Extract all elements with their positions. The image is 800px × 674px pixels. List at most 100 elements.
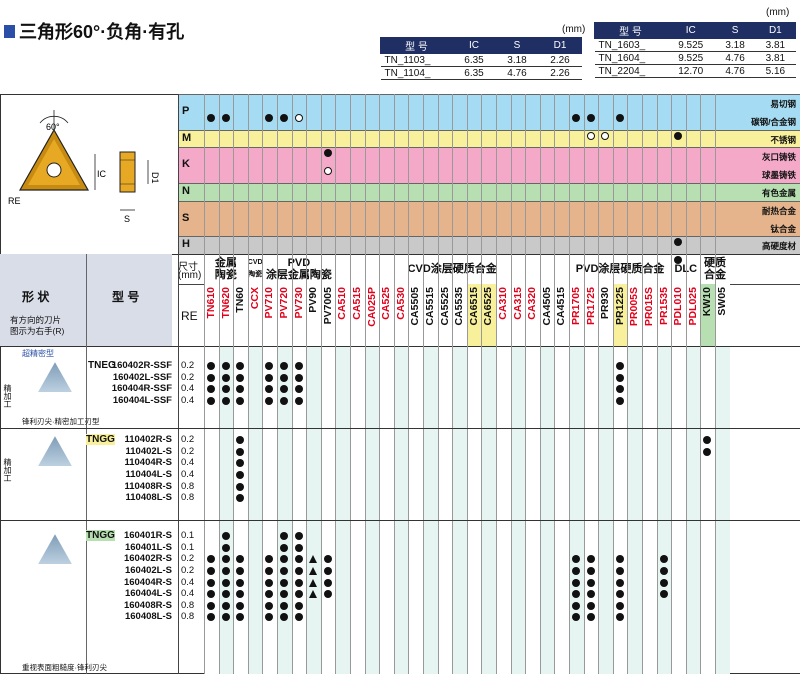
grade-col-line <box>218 94 220 674</box>
availability-dot <box>265 362 274 371</box>
model-row: 110404L-S <box>125 469 172 480</box>
availability-dot <box>265 601 274 610</box>
model-row: 160404R-S <box>123 576 172 588</box>
grade-col-line <box>700 94 702 674</box>
availability-dot <box>236 590 245 599</box>
grade-header-bg <box>452 284 467 347</box>
dim-cell: TN_1604_ <box>594 51 667 65</box>
availability-dot <box>207 613 215 622</box>
grade-header-bg <box>525 284 540 347</box>
grade-header-bg <box>262 284 277 347</box>
availability-dot <box>221 385 230 394</box>
grade-header-bg <box>335 284 350 347</box>
insert-top-view: 60° RE IC <box>8 110 107 206</box>
header-size: 尺寸 <box>178 262 198 274</box>
grade-ca525: CA525 <box>380 287 393 320</box>
grade-col-line <box>350 94 351 674</box>
grade-pr1225: PR1225 <box>613 287 626 326</box>
grade-col-body <box>351 347 365 674</box>
model-row: 160402R-SSF <box>111 360 172 372</box>
header-shape-note: 有方向的刀片 <box>10 315 62 326</box>
grade-header-bg <box>466 284 482 347</box>
availability-dot <box>703 447 712 456</box>
availability-dot <box>265 373 274 382</box>
availability-dot <box>615 601 624 610</box>
grade-col-body <box>716 347 730 674</box>
model-row: 160404L-S <box>124 588 172 600</box>
availability-dot <box>294 113 303 122</box>
grade-ccx: CCX <box>248 287 261 310</box>
re-value: 0.2 <box>181 553 195 565</box>
grade-col-body <box>497 347 511 674</box>
availability-dot <box>207 601 215 610</box>
availability-dot <box>572 590 580 599</box>
availability-dot <box>221 567 230 575</box>
availability-dot <box>221 590 230 599</box>
re-value: 0.2 <box>181 371 195 383</box>
grade-col-body <box>584 347 599 674</box>
availability-dot <box>236 613 245 622</box>
section-tag: 超精密型 <box>22 349 54 359</box>
grade-header-bg <box>218 284 234 347</box>
size-col-line <box>178 254 179 674</box>
grade-header-bg <box>379 284 394 347</box>
grade-col-body <box>409 347 423 674</box>
group-label: PVD <box>287 257 311 270</box>
availability-dot <box>236 471 245 479</box>
availability-dot <box>207 362 215 371</box>
grade-col-body <box>336 347 350 674</box>
material-band-H <box>178 236 800 255</box>
availability-dot <box>221 113 230 122</box>
model-row: 160408L-S <box>124 611 172 623</box>
grade-pv7005: PV7005 <box>321 287 334 325</box>
header-shape: 形 状 <box>22 290 50 305</box>
availability-dot <box>280 113 288 122</box>
grade-ca5515: CA5515 <box>424 287 436 326</box>
dim-cell: 6.35 <box>452 53 496 67</box>
section-side-label: 精加工 <box>3 384 12 409</box>
dim-cell: 3.81 <box>755 38 796 52</box>
grade-pv720: PV720 <box>278 287 290 319</box>
availability-dot <box>586 578 595 587</box>
grade-col-line <box>671 94 673 674</box>
grade-col-body <box>570 347 584 674</box>
availability-dot <box>221 578 230 587</box>
availability-dot <box>615 613 624 622</box>
availability-dot <box>294 613 303 622</box>
grade-ca4515: CA4515 <box>555 287 568 326</box>
model-row: 160402L-SSF <box>112 371 172 383</box>
availability-dot <box>586 113 595 122</box>
grade-col-body <box>365 347 380 674</box>
availability-dot <box>615 373 624 382</box>
material-label: 球墨铸铁 <box>761 170 796 181</box>
availability-dot <box>586 613 595 622</box>
grade-header-bg <box>277 284 292 347</box>
group-label: CVD涂层硬质合金 <box>335 263 569 275</box>
re-value: 0.4 <box>181 588 195 600</box>
grade-col-body <box>467 347 482 674</box>
grade-ca510: CA510 <box>336 287 349 320</box>
grade-pr930: PR930 <box>599 287 612 320</box>
grade-header-bg <box>671 284 686 347</box>
grade-header-bg <box>408 284 423 347</box>
availability-dot <box>265 590 274 599</box>
grade-col-line <box>496 94 497 674</box>
grade-col-line <box>539 94 541 674</box>
availability-dot <box>674 131 683 140</box>
grade-header-bg <box>685 284 701 347</box>
grade-col-body <box>526 347 540 674</box>
grade-pr1705: PR1705 <box>570 287 582 326</box>
grade-header-bg <box>233 284 248 347</box>
grade-header-bg <box>715 284 730 347</box>
availability-dot <box>659 567 668 575</box>
material-divider <box>178 94 179 255</box>
availability-dot <box>280 532 288 541</box>
re-value: 0.8 <box>181 480 195 492</box>
availability-dot <box>294 601 303 610</box>
grade-ca025p: CA025P <box>365 287 378 327</box>
grade-header-bg <box>598 284 613 347</box>
grade-col-line <box>598 94 600 674</box>
availability-dot <box>236 373 245 382</box>
material-code-M: M <box>182 131 192 144</box>
availability-dot <box>236 459 245 468</box>
